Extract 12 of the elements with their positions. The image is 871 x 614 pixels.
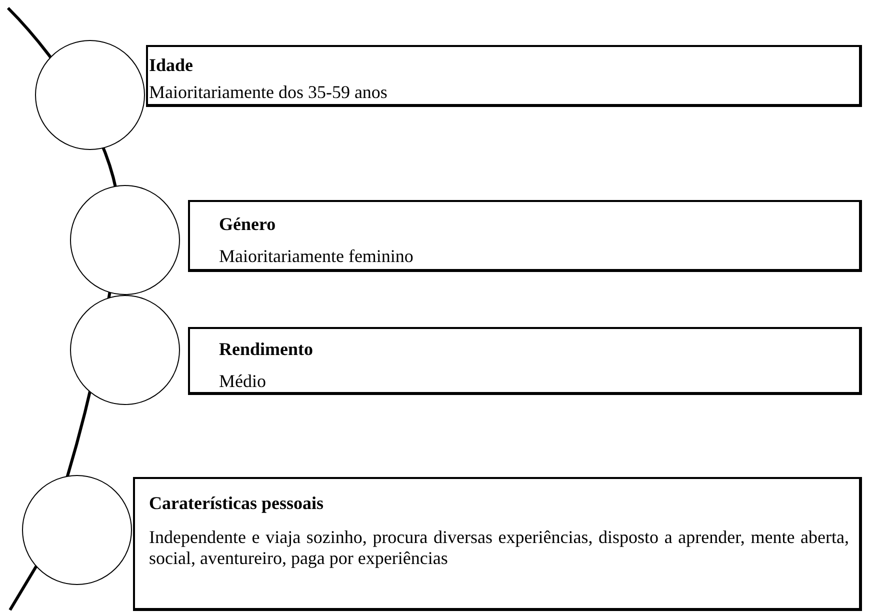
description: Independente e viaja sozinho, procura diversas experiências, disposto a aprender, mente aberta, social, aventureiro, paga por experiências (149, 527, 849, 569)
heading: Género (219, 214, 276, 235)
text-box (188, 327, 862, 395)
heading: Caraterísticas pessoais (149, 493, 324, 514)
text-box (188, 200, 862, 272)
description: Maioritariamente dos 35-59 anos (149, 82, 388, 103)
heading: Rendimento (219, 339, 313, 360)
description: Médio (219, 371, 267, 392)
text-box (146, 45, 862, 107)
description: Maioritariamente feminino (219, 246, 414, 267)
heading: Idade (149, 55, 194, 76)
text-box (133, 477, 862, 611)
